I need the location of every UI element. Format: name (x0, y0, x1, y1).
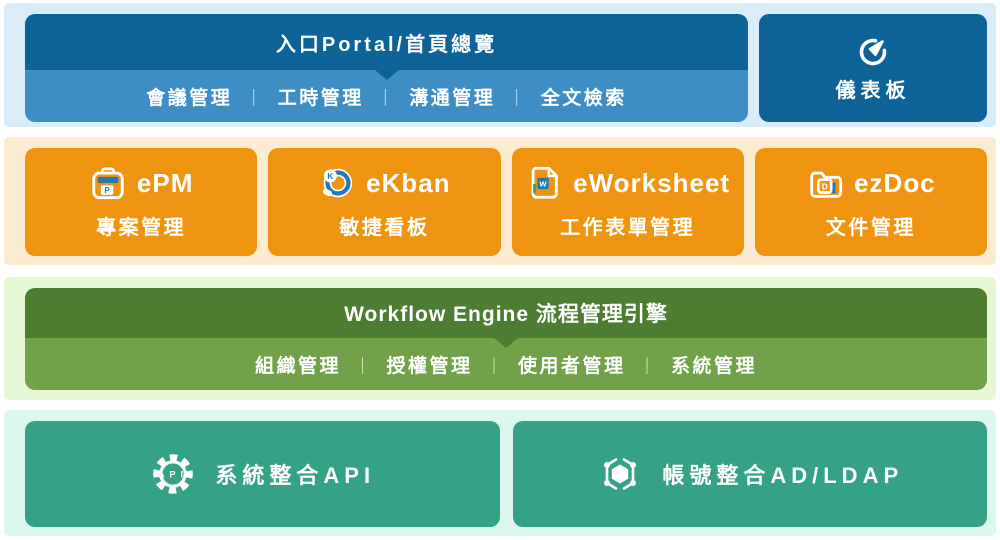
kanban-cycle-icon: K (323, 168, 353, 198)
svg-text:D: D (822, 182, 828, 192)
svg-text:API: API (158, 470, 188, 480)
separator: ｜ (638, 356, 659, 376)
product-name: ePM (136, 167, 194, 198)
separator: ｜ (508, 88, 528, 108)
product-subtitle: 專案管理 (96, 217, 187, 239)
integration-label: 系統整合API (215, 463, 376, 488)
portal-item-communication: 溝通管理 (409, 87, 496, 109)
integration-band: API 系統整合API 帳號整合AD/LDAP (4, 410, 996, 536)
briefcase-icon: P (92, 167, 124, 200)
product-subtitle: 工作表單管理 (560, 217, 696, 239)
api-gear-icon: API (153, 454, 194, 494)
portal-item-timesheet: 工時管理 (277, 87, 364, 109)
portal-box[interactable]: 入口Portal/首頁總覽 會議管理 ｜ 工時管理 ｜ 溝通管理 ｜ 全文檢索 (25, 14, 748, 122)
portal-title: 入口Portal/首頁總覽 (25, 14, 748, 70)
hexagon-network-icon (604, 458, 637, 490)
workflow-title: Workflow Engine 流程管理引擎 (25, 288, 987, 338)
svg-text:w: w (539, 178, 548, 188)
product-name: eKban (366, 167, 451, 198)
product-name: eWorksheet (573, 167, 731, 198)
integration-label: 帳號整合AD/LDAP (662, 463, 904, 488)
gauge-icon (859, 38, 887, 66)
portal-item-fulltext-search: 全文檢索 (540, 87, 627, 109)
product-subtitle: 文件管理 (825, 217, 916, 239)
workflow-item-system: 系統管理 (671, 355, 758, 377)
product-subtitle: 敏捷看板 (339, 217, 430, 239)
dashboard-label: 儀表板 (835, 80, 911, 102)
document-folder-icon: D (810, 171, 843, 198)
portal-band: 入口Portal/首頁總覽 會議管理 ｜ 工時管理 ｜ 溝通管理 ｜ 全文檢索 … (4, 3, 996, 127)
portal-item-meeting: 會議管理 (146, 87, 233, 109)
product-box-ezdoc[interactable]: D ezDoc 文件管理 (754, 148, 987, 256)
workflow-item-organization: 組織管理 (254, 355, 341, 377)
product-box-eworksheet[interactable]: w eWorksheet 工作表單管理 (511, 148, 744, 256)
workflow-item-authorization: 授權管理 (386, 355, 473, 377)
integration-box-api[interactable]: API 系統整合API (25, 421, 500, 527)
svg-text:P: P (104, 186, 110, 195)
separator: ｜ (353, 356, 374, 376)
products-band: P ePM 專案管理 K eKban 敏捷看板 (4, 137, 996, 265)
workflow-box[interactable]: Workflow Engine 流程管理引擎 組織管理 ｜ 授權管理 ｜ 使用者… (25, 288, 987, 390)
worksheet-document-icon: w (531, 166, 558, 199)
workflow-notch (494, 338, 518, 348)
workflow-band: Workflow Engine 流程管理引擎 組織管理 ｜ 授權管理 ｜ 使用者… (4, 277, 996, 400)
workflow-item-user: 使用者管理 (518, 355, 626, 377)
separator: ｜ (376, 88, 397, 108)
product-box-epm[interactable]: P ePM 專案管理 (25, 148, 258, 256)
integration-box-adldap[interactable]: 帳號整合AD/LDAP (512, 421, 987, 527)
separator: ｜ (245, 88, 265, 108)
dashboard-box[interactable]: 儀表板 (759, 14, 987, 122)
svg-text:K: K (328, 172, 334, 181)
product-name: ezDoc (854, 167, 936, 198)
portal-notch (374, 70, 399, 80)
product-box-ekban[interactable]: K eKban 敏捷看板 (268, 148, 501, 256)
separator: ｜ (485, 356, 505, 376)
